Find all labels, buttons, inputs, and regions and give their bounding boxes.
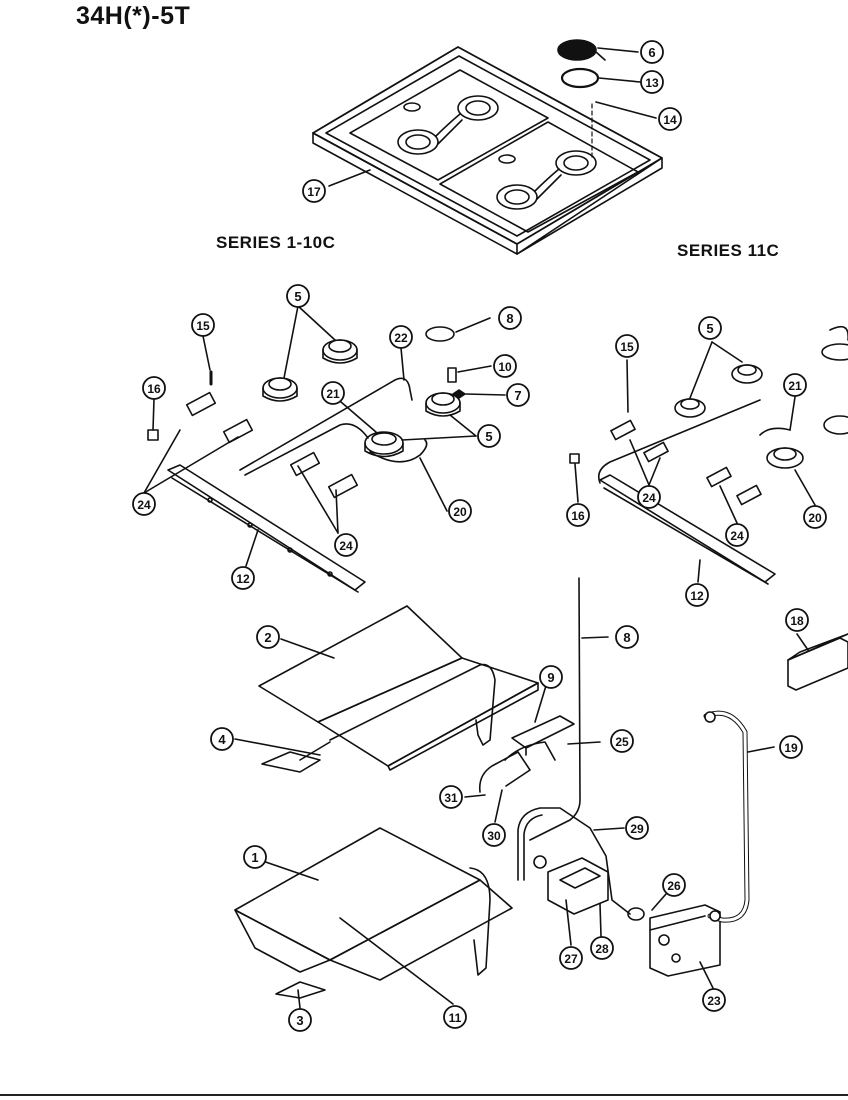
callout-19-label: 19 [784,741,798,755]
callout-23-label: 23 [707,994,721,1008]
callout-12-b: 12 [685,583,709,607]
callout-16-a-label: 16 [147,382,161,396]
callout-20-a: 20 [448,499,472,523]
callout-5-a: 5 [286,284,310,308]
callout-1: 1 [243,845,267,869]
callout-23: 23 [702,988,726,1012]
callout-30-label: 30 [487,829,501,843]
callout-15-a-label: 15 [196,319,210,333]
burner-assembly-left [143,305,506,593]
callout-21-b: 21 [783,373,807,397]
callout-4-label: 4 [218,732,226,747]
callout-3: 3 [288,1008,312,1032]
callout-24-a: 24 [132,492,156,516]
callout-24-d-label: 24 [730,529,744,543]
callout-12-b-label: 12 [690,589,704,603]
callout-17-label: 17 [307,185,321,199]
callout-24-b: 24 [334,533,358,557]
callout-16-a: 16 [142,376,166,400]
callout-29: 29 [625,816,649,840]
callout-27: 27 [559,946,583,970]
callout-7: 7 [506,383,530,407]
series-label-left: SERIES 1-10C [216,233,336,252]
callout-8-top-label: 8 [506,311,513,326]
callout-26-label: 26 [667,879,681,893]
callout-27-label: 27 [564,952,578,966]
bottom-rule [0,1094,848,1096]
callout-5-b-label: 5 [485,429,492,444]
callout-25-label: 25 [615,735,629,749]
callout-14: 14 [658,107,682,131]
callout-5-c-label: 5 [706,321,713,336]
callout-20-a-label: 20 [453,505,467,519]
callout-28: 28 [590,936,614,960]
callout-24-d: 24 [725,523,749,547]
callout-18-label: 18 [790,614,804,628]
callout-24-b-label: 24 [339,539,353,553]
callout-19: 19 [779,735,803,759]
callout-13-label: 13 [645,76,659,90]
callout-22: 22 [389,325,413,349]
callout-16-b: 16 [566,503,590,527]
callout-21-b-label: 21 [788,379,802,393]
callout-5-b: 5 [477,424,501,448]
lower-assembly-drawing [234,47,848,1009]
callout-29-label: 29 [630,822,644,836]
callout-5-a-label: 5 [294,289,301,304]
burner-assembly-right [569,325,848,585]
callout-2-label: 2 [264,630,271,645]
callout-16-b-label: 16 [571,509,585,523]
callout-6-label: 6 [648,45,655,60]
callout-28-label: 28 [595,942,609,956]
callout-2: 2 [256,625,280,649]
callout-15-b-label: 15 [620,340,634,354]
callout-13: 13 [640,70,664,94]
callout-24-a-label: 24 [137,498,151,512]
callout-22-label: 22 [394,331,408,345]
callout-15-a: 15 [191,313,215,337]
callout-25: 25 [610,729,634,753]
callout-21-a-label: 21 [326,387,340,401]
callout-3-label: 3 [296,1013,303,1028]
callout-18: 18 [785,608,809,632]
callout-10: 10 [493,354,517,378]
callout-12-a: 12 [231,566,255,590]
callout-9: 9 [539,665,563,689]
callout-7-label: 7 [514,388,521,403]
callout-12-a-label: 12 [236,572,250,586]
callout-8-b-label: 8 [623,630,630,645]
callout-11-label: 11 [449,1011,462,1025]
series-label-right: SERIES 11C [677,241,780,260]
callout-31: 31 [439,785,463,809]
callout-21-a: 21 [321,381,345,405]
callout-24-c-label: 24 [642,491,656,505]
callout-17: 17 [302,179,326,203]
callout-11: 11 [443,1005,467,1029]
page-title: 34H(*)-5T [76,2,191,30]
callout-30: 30 [482,823,506,847]
callout-4: 4 [210,727,234,751]
callout-10-label: 10 [498,360,512,374]
callout-24-c: 24 [637,485,661,509]
knob-parts-drawing [557,39,600,161]
callout-14-label: 14 [663,113,677,127]
callout-8-b: 8 [615,625,639,649]
callout-5-c: 5 [698,316,722,340]
callout-1-label: 1 [251,850,258,865]
callout-20-b-label: 20 [808,511,822,525]
callout-8-top: 8 [498,306,522,330]
callout-9-label: 9 [547,670,554,685]
callout-31-label: 31 [444,791,458,805]
callout-26: 26 [662,873,686,897]
callout-20-b: 20 [803,505,827,529]
callout-15-b: 15 [615,334,639,358]
callouts: 6 13 14 17 5 15 16 22 21 8 10 7 5 24 20 … [132,40,827,1032]
cooktop-drawing [312,46,663,255]
callout-6: 6 [640,40,664,64]
